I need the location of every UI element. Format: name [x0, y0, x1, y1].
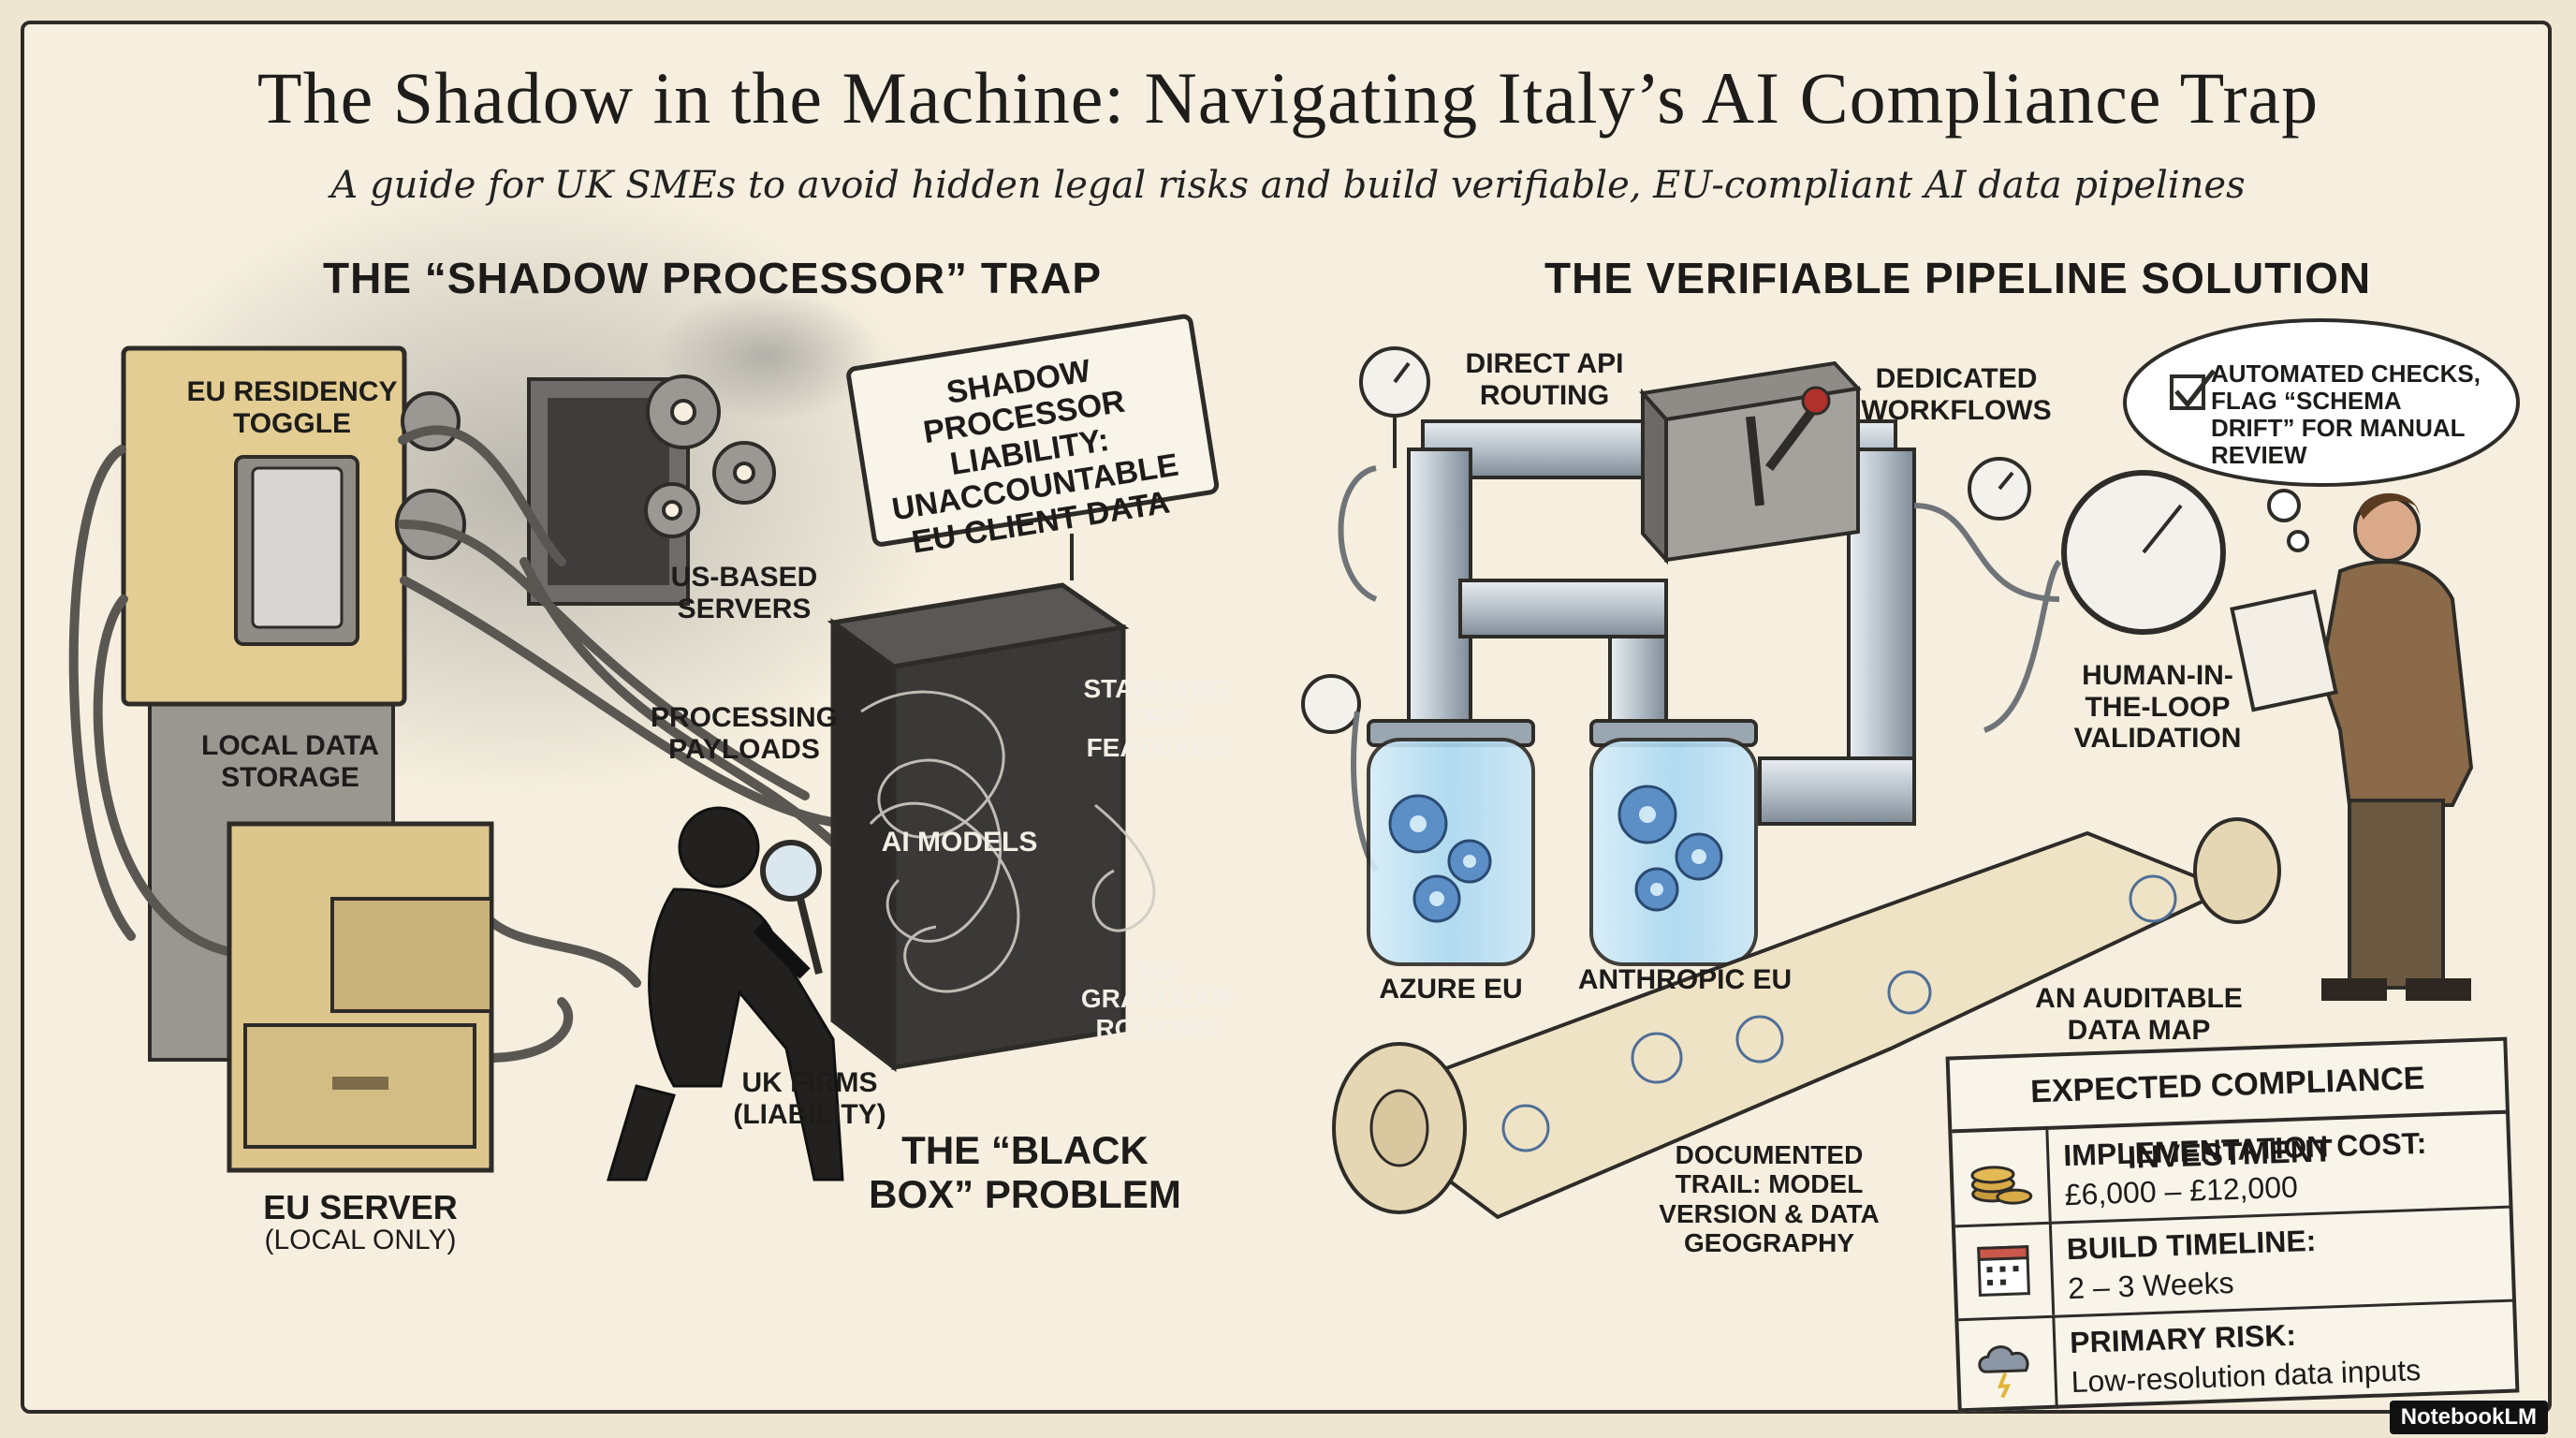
workflows-label: DEDICATED WORKFLOWS: [1861, 363, 2052, 426]
card-row-risk: PRIMARY RISK: Low-resolution data inputs: [1958, 1301, 2515, 1413]
right-section-heading: THE VERIFIABLE PIPELINE SOLUTION: [1544, 254, 2372, 302]
local-storage-label: LOCAL DATA STORAGE: [201, 730, 379, 793]
coins-icon: [1952, 1129, 2052, 1225]
ai-models-label: AI MODELS: [881, 827, 1038, 858]
us-servers-label: US-BASED SERVERS: [670, 562, 818, 624]
left-section-heading: THE “SHADOW PROCESSOR” TRAP: [323, 254, 1103, 302]
glass-jar-anthropic: [1589, 719, 1758, 966]
black-box: [827, 582, 1130, 1073]
storm-cloud-icon: [1958, 1316, 2058, 1413]
tangled-cables: [68, 425, 847, 1063]
direct-api-label: DIRECT API ROUTING: [1465, 348, 1624, 411]
calendar-icon: [1954, 1223, 2056, 1319]
magnifying-glass: [760, 840, 823, 975]
hitl-label: HUMAN-IN-THE-LOOP VALIDATION: [2073, 660, 2242, 755]
valve-box: [1639, 360, 1863, 565]
cost-key: IMPLEMENTATION COST:: [2062, 1125, 2427, 1173]
documented-trail-label: DOCUMENTED TRAIL: MODEL VERSION & DATA G…: [1659, 1140, 1880, 1258]
eu-toggle-label: EU RESIDENCY TOGGLE: [186, 376, 398, 439]
card-row-timeline: BUILD TIMELINE: 2 – 3 Weeks: [1954, 1207, 2513, 1322]
inspector-figure: [2230, 492, 2474, 1001]
uk-firms-label: UK FIRMS (LIABILITY): [733, 1067, 886, 1130]
risk-key: PRIMARY RISK:: [2069, 1317, 2297, 1360]
eu-server-label: EU SERVER: [263, 1188, 458, 1226]
gear-holes: [1410, 806, 1706, 906]
thought-bubble: [2123, 318, 2520, 552]
page-subtitle: A guide for UK SMEs to avoid hidden lega…: [330, 164, 2246, 207]
sign-board: [846, 314, 1220, 547]
cost-value: £6,000 – £12,000: [2064, 1169, 2299, 1212]
card-row-cost: IMPLEMENTATION COST: £6,000 – £12,000: [1952, 1113, 2510, 1228]
timeline-key: BUILD TIMELINE:: [2066, 1223, 2317, 1267]
filing-cabinet: [227, 821, 494, 1173]
no-routing-label: NO GRANULAR ROUTING: [1080, 955, 1232, 1043]
eu-server-note: (LOCAL ONLY): [264, 1225, 457, 1255]
audit-scroll: [1332, 817, 2281, 1220]
timeline-value: 2 – 3 Weeks: [2067, 1265, 2235, 1306]
risk-value: Low-resolution data inputs: [2071, 1353, 2422, 1400]
glass-jar-azure: [1367, 719, 1535, 966]
auditable-map-label: AN AUDITABLE DATA MAP: [2035, 983, 2243, 1046]
azure-eu-label: AZURE EU: [1379, 974, 1523, 1005]
scroll-stamps: [1501, 874, 2177, 1152]
anthropic-eu-label: ANTHROPIC EU: [1577, 964, 1793, 995]
page-title: The Shadow in the Machine: Navigating It…: [256, 57, 2320, 139]
notebooklm-badge: NotebookLM: [2389, 1401, 2548, 1434]
gauge-needles: [1393, 361, 2183, 554]
payloads-label: PROCESSING PAYLOADS: [650, 702, 839, 765]
scribble-lines: [860, 690, 1156, 993]
detective-figure: [606, 806, 844, 1181]
compliance-investment-card: EXPECTED COMPLIANCE INVESTMENT IMPLEMENT…: [1945, 1036, 2520, 1413]
crm-features-label: STANDARD CRM FEATURES: [1083, 674, 1229, 762]
black-box-label: THE “BLACK BOX” PROBLEM: [869, 1128, 1181, 1217]
thought-bubble-text: AUTOMATED CHECKS, FLAG “SCHEMA DRIFT” FO…: [2211, 360, 2481, 470]
checkbox-icon: [2170, 369, 2216, 410]
